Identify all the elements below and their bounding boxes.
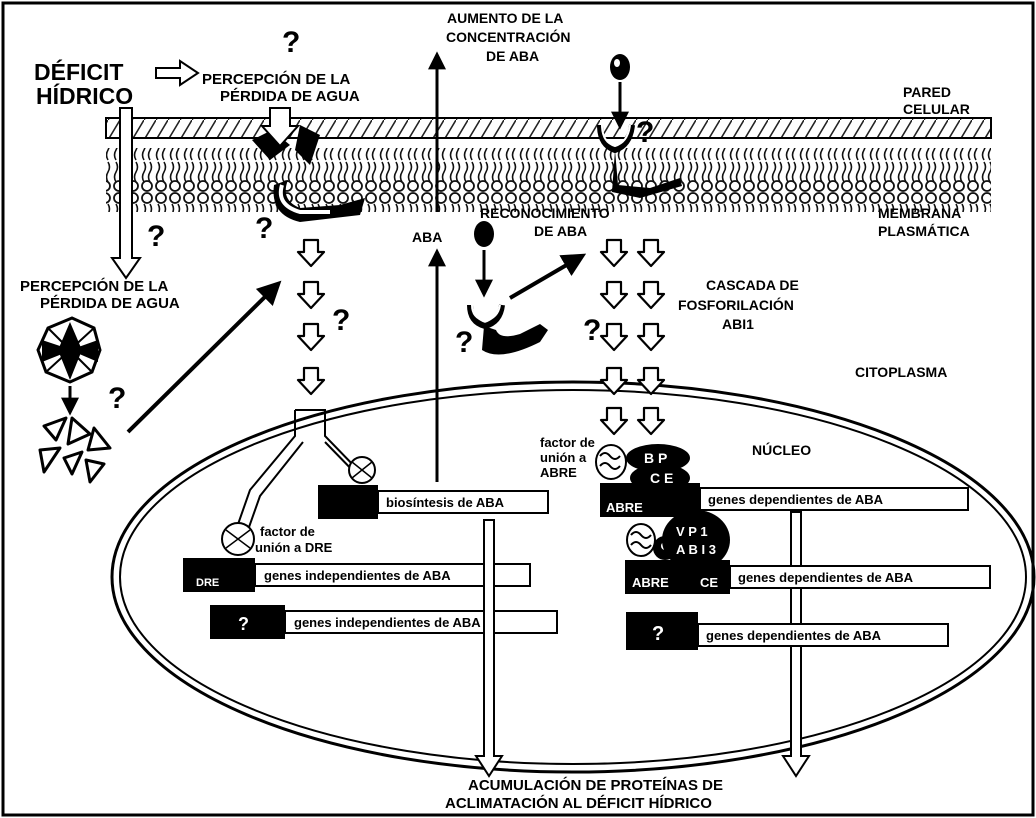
cascade-label-3: ABI1 xyxy=(722,316,754,332)
cell-wall-label: PARED xyxy=(903,84,951,100)
svg-text:?: ? xyxy=(652,623,664,645)
question-mark-icon xyxy=(455,326,473,359)
left-output-arrow xyxy=(476,520,502,776)
cascade-arrow-right-4b xyxy=(638,368,664,394)
cascade-label: CASCADA DE xyxy=(706,277,799,293)
svg-text:genes dependientes de ABA: genes dependientes de ABA xyxy=(738,570,914,585)
abre-factor-label-3: ABRE xyxy=(540,465,577,480)
question-mark-icon xyxy=(147,220,165,253)
svg-text:genes independientes de ABA: genes independientes de ABA xyxy=(264,568,451,583)
aba-increase-label-3: DE ABA xyxy=(486,48,539,64)
membrane-label-2: PLASMÁTICA xyxy=(878,223,970,239)
question-mark-icon xyxy=(282,26,300,59)
water-deficit-label-2: HÍDRICO xyxy=(36,82,133,109)
gene-box-independent-2: ? genes independientes de ABA xyxy=(210,605,557,639)
cascade-arrow-right-5b xyxy=(638,408,664,434)
svg-text:genes independientes de ABA: genes independientes de ABA xyxy=(294,615,481,630)
cascade-arrow-left-3 xyxy=(298,324,324,350)
gene-box-dependent-1: ABRE genes dependientes de ABA xyxy=(600,483,968,517)
cascade-arrow-right-2a xyxy=(601,282,627,308)
question-mark-icon xyxy=(108,382,126,415)
dre-binding-factor-icon xyxy=(349,457,375,483)
water-deficit-label: DÉFICIT xyxy=(34,58,123,85)
gene-box-dependent-3: ? genes dependientes de ABA xyxy=(626,612,948,650)
receptor-to-cascade-arrow xyxy=(510,256,582,298)
cell-wall-label-2: CELULAR xyxy=(903,101,970,117)
cascade-arrow-right-1a xyxy=(601,240,627,266)
abre-factor-label-2: unión a xyxy=(540,450,587,465)
svg-text:genes dependientes de ABA: genes dependientes de ABA xyxy=(708,492,884,507)
question-mark-icon xyxy=(332,304,350,337)
cascade-arrow-right-3b xyxy=(638,324,664,350)
octagon-sensor-icon xyxy=(38,318,100,382)
perception-left-label-2: PÉRDIDA DE AGUA xyxy=(40,295,180,312)
aba-cytoplasmic-receptor xyxy=(470,305,548,355)
aba-increase-label-2: CONCENTRACIÓN xyxy=(446,28,570,45)
dre-binding-factor-icon-2 xyxy=(222,523,254,555)
cascade-arrow-right-1b xyxy=(638,240,664,266)
svg-text:?: ? xyxy=(238,614,249,634)
aba-small-label: ABA xyxy=(412,229,442,245)
cascade-arrow-right-2b xyxy=(638,282,664,308)
svg-text:ABRE: ABRE xyxy=(606,500,643,515)
cascade-arrow-left-4 xyxy=(298,368,324,394)
question-mark-icon xyxy=(583,314,601,347)
dre-factor-label: factor de xyxy=(260,524,315,539)
gene-box-biosynthesis: biosíntesis de ABA xyxy=(318,485,548,519)
perception-top-label: PERCEPCIÓN DE LA xyxy=(202,70,351,88)
aba-molecule-cytoplasm-icon xyxy=(474,221,494,247)
cascade-arrow-left-2 xyxy=(298,282,324,308)
aba-molecule-highlight xyxy=(614,59,620,67)
svg-text:CE: CE xyxy=(700,575,718,590)
svg-text:A B I 3: A B I 3 xyxy=(676,542,716,557)
cytoplasm-label: CITOPLASMA xyxy=(855,364,947,380)
abre-factor-label: factor de xyxy=(540,435,595,450)
recognition-label-2: DE ABA xyxy=(534,223,587,239)
question-mark-icon xyxy=(255,212,273,245)
cascade-label-2: FOSFORILACIÓN xyxy=(678,296,794,313)
result-label-2: ACLIMATACIÓN AL DÉFICIT HÍDRICO xyxy=(445,794,712,812)
membrane-label: MEMBRANA xyxy=(878,205,961,221)
result-label: ACUMULACIÓN DE PROTEÍNAS DE xyxy=(468,776,723,794)
gene-box-independent-1: DRE genes independientes de ABA xyxy=(183,558,530,592)
dre-factor-label-2: unión a DRE xyxy=(255,540,333,555)
gene-box-dependent-2: ABRE CE genes dependientes de ABA xyxy=(625,560,990,594)
plasma-membrane xyxy=(106,148,991,212)
osmolyte-fragments-icon xyxy=(40,418,110,482)
svg-text:ABRE: ABRE xyxy=(632,575,669,590)
svg-text:genes dependientes de ABA: genes dependientes de ABA xyxy=(706,628,882,643)
aba-increase-label: AUMENTO DE LA xyxy=(447,10,563,26)
svg-text:B P: B P xyxy=(644,450,667,466)
question-mark-icon xyxy=(636,116,654,149)
nucleus-label: NÚCLEO xyxy=(752,441,811,458)
recognition-label: RECONOCIMIENTO xyxy=(480,205,610,221)
perception-left-label: PERCEPCIÓN DE LA xyxy=(20,277,169,295)
aba-molecule-icon xyxy=(610,54,630,80)
svg-text:DRE: DRE xyxy=(196,577,219,589)
deficit-to-perception-arrow xyxy=(156,61,198,85)
cascade-arrow-right-5a xyxy=(601,408,627,434)
cell-wall xyxy=(106,118,991,138)
perception-top-label-2: PÉRDIDA DE AGUA xyxy=(220,88,360,105)
svg-text:V P 1: V P 1 xyxy=(676,524,708,539)
svg-text:biosíntesis de ABA: biosíntesis de ABA xyxy=(386,495,505,510)
cascade-arrow-left-1 xyxy=(298,240,324,266)
cascade-arrow-right-3a xyxy=(601,324,627,350)
